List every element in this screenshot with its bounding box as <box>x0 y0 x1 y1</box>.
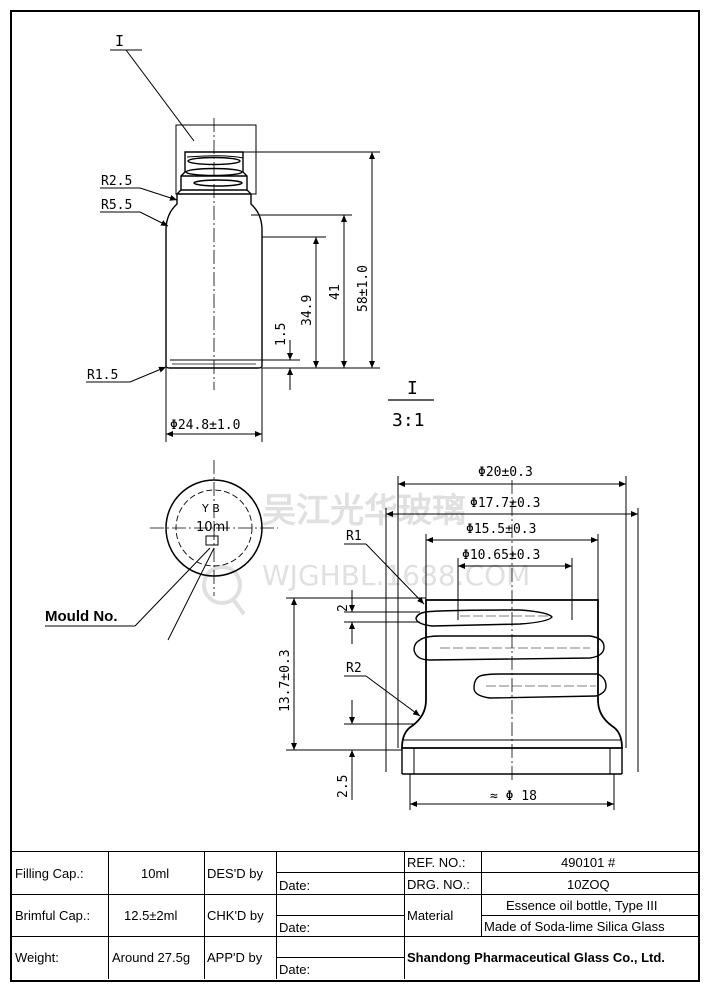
chk-date-label: Date: <box>279 920 311 935</box>
des-date-label: Date: <box>279 878 311 893</box>
dim-h2: 2 <box>336 604 351 612</box>
drg-no-label: DRG. NO.: <box>407 877 470 892</box>
svg-text:吴江光华玻璃: 吴江光华玻璃 <box>262 491 466 531</box>
dim-height-lines <box>243 151 380 390</box>
dim-h349: 34.9 <box>300 295 315 326</box>
dim-r1: R1 <box>346 529 362 544</box>
dim-h137: 13.7±0.3 <box>278 649 293 712</box>
finish-radius-leaders <box>344 543 425 717</box>
filling-cap-value: 10ml <box>141 866 170 881</box>
title-block: Filling Cap.: 10ml Brimful Cap.: 12.5±2m… <box>11 851 699 980</box>
mould-no-label: Mould No. <box>45 608 117 625</box>
finish-vdim-lines <box>286 590 426 800</box>
detail-marker-scale: I <box>407 378 418 399</box>
approved-by-label: APP'D by <box>207 950 263 965</box>
material-line1: Essence oil bottle, Type III <box>506 898 658 913</box>
dim-d1065: Φ10.65±0.3 <box>462 548 540 563</box>
dim-width-lines <box>165 368 263 442</box>
dim-h41: 41 <box>328 284 343 300</box>
designed-by-label: DES'D by <box>207 866 263 881</box>
dim-h58: 58±1.0 <box>356 265 371 312</box>
bottle-front-view <box>165 118 263 390</box>
weight-label: Weight: <box>15 950 59 965</box>
checked-by-label: CHK'D by <box>207 908 264 923</box>
dim-r15: R1.5 <box>87 368 118 383</box>
app-date-label: Date: <box>279 962 311 977</box>
dim-r2: R2 <box>346 661 362 676</box>
finish-dim-lines <box>385 476 639 810</box>
company-name: Shandong Pharmaceutical Glass Co., Ltd. <box>407 950 665 965</box>
dim-r55: R5.5 <box>101 198 132 213</box>
finish-detail <box>401 480 623 780</box>
dim-d20: Φ20±0.3 <box>478 465 533 480</box>
material-label: Material <box>407 908 454 923</box>
dim-h15: 1.5 <box>274 323 289 346</box>
bottom-view <box>45 460 278 641</box>
brimful-cap-value: 12.5±2ml <box>124 908 178 923</box>
dim-d155: Φ15.5±0.3 <box>466 522 536 537</box>
drg-no-value: 10ZOQ <box>567 877 610 892</box>
dim-d248: Φ24.8±1.0 <box>170 418 240 433</box>
dim-d177: Φ17.7±0.3 <box>470 496 540 511</box>
filling-cap-label: Filling Cap.: <box>15 866 84 881</box>
ref-no-value: 490101 # <box>561 855 616 870</box>
bottom-volume: 10ml <box>196 520 229 535</box>
material-line2: Made of Soda-lime Silica Glass <box>484 919 665 934</box>
bottom-yb: Y B <box>201 502 220 515</box>
radius-leaders <box>86 187 178 383</box>
dim-d18: ≈ Φ 18 <box>490 789 537 804</box>
detail-marker-top: I <box>115 32 124 50</box>
ref-no-label: REF. NO.: <box>407 855 466 870</box>
dim-h25: 2.5 <box>336 775 351 798</box>
detail-leader <box>110 49 195 142</box>
detail-scale: 3:1 <box>392 410 425 431</box>
dim-r25: R2.5 <box>101 174 132 189</box>
brimful-cap-label: Brimful Cap.: <box>15 908 91 923</box>
weight-value: Around 27.5g <box>112 950 191 965</box>
sheet-border <box>10 10 700 982</box>
